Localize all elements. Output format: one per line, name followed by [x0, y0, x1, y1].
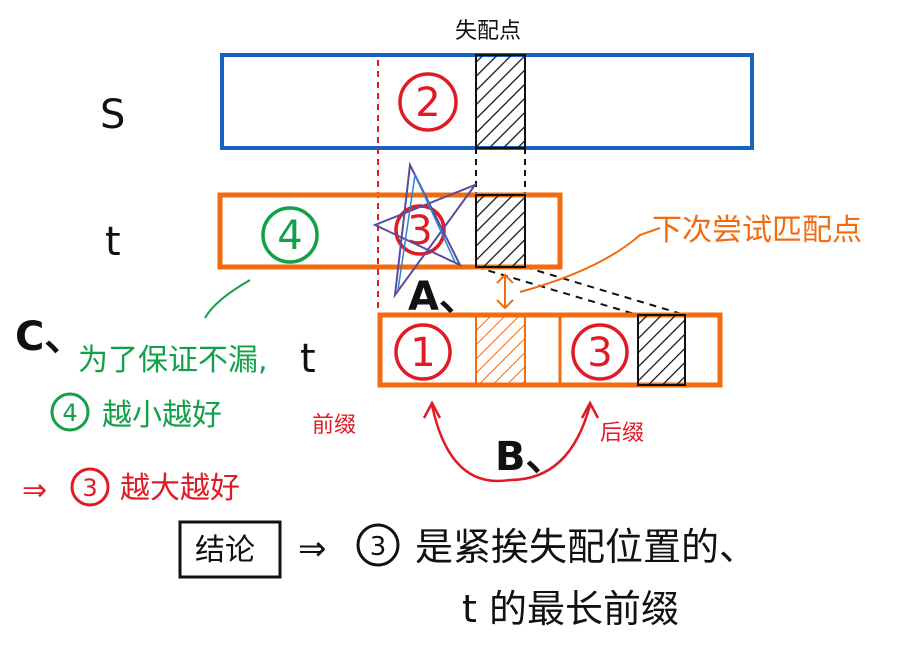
dashed-guide: [524, 266, 686, 316]
dashed-guide: [475, 266, 639, 316]
s-label: S: [100, 92, 125, 138]
note-circle-4: [50, 392, 90, 432]
note-circle-3: [70, 467, 110, 507]
conclusion-arrow: ⇒: [298, 529, 327, 569]
shift-arrow-heads: [496, 273, 514, 310]
note-line2: 越小越好: [102, 398, 222, 433]
t-string-box-bottom: [377, 312, 723, 388]
conclusion-line2: t 的最长前缀: [462, 587, 679, 631]
conclusion-box: [178, 520, 282, 579]
mark-c: C、: [15, 314, 84, 360]
note-line3-arrow: ⇒: [22, 473, 47, 508]
note-circle-4-label: 4: [62, 399, 77, 427]
t-top-hatch: [475, 194, 526, 268]
conclusion-line1: 是紧挨失配位置的、: [415, 525, 757, 569]
note-pointer: [204, 279, 251, 319]
s-mismatch-hatch: [475, 54, 526, 149]
mark-a: A、: [408, 274, 479, 320]
circle-1: [394, 323, 452, 381]
star-highlight: [372, 161, 478, 299]
conclusion-box-label: 结论: [195, 533, 255, 568]
t-bottom-orange-hatch: [475, 314, 526, 386]
circle-2: [398, 72, 458, 132]
t-label-top: t: [105, 219, 121, 265]
conclusion-circle-3: [356, 523, 400, 567]
circle-3-bottom-label: 3: [587, 330, 612, 376]
circle-3-bottom: [571, 323, 629, 381]
circle-4: [261, 206, 319, 264]
prefix-suffix-arrow: [430, 404, 592, 483]
conclusion-circle-3-label: 3: [370, 532, 387, 562]
note-circle-3-label: 3: [82, 474, 97, 502]
arrow-heads: [422, 400, 600, 419]
suffix-label: 后缀: [600, 421, 644, 446]
circle-2-label: 2: [415, 80, 440, 126]
next-try-pointer: [519, 227, 661, 293]
note-line3: 越大越好: [120, 471, 240, 506]
next-try-label: 下次尝试匹配点: [652, 213, 862, 248]
t-label-bottom: t: [300, 336, 316, 382]
prefix-label: 前缀: [312, 413, 356, 438]
circle-4-label: 4: [277, 213, 302, 259]
circle-1-label: 1: [410, 330, 435, 376]
mismatch-point-label: 失配点: [455, 19, 521, 44]
t-string-box-top: [217, 192, 563, 270]
star-highlight: [397, 172, 456, 291]
note-line1: 为了保证不漏,: [78, 343, 268, 378]
t-bottom-black-hatch: [637, 314, 686, 386]
mark-b: B、: [495, 434, 566, 480]
